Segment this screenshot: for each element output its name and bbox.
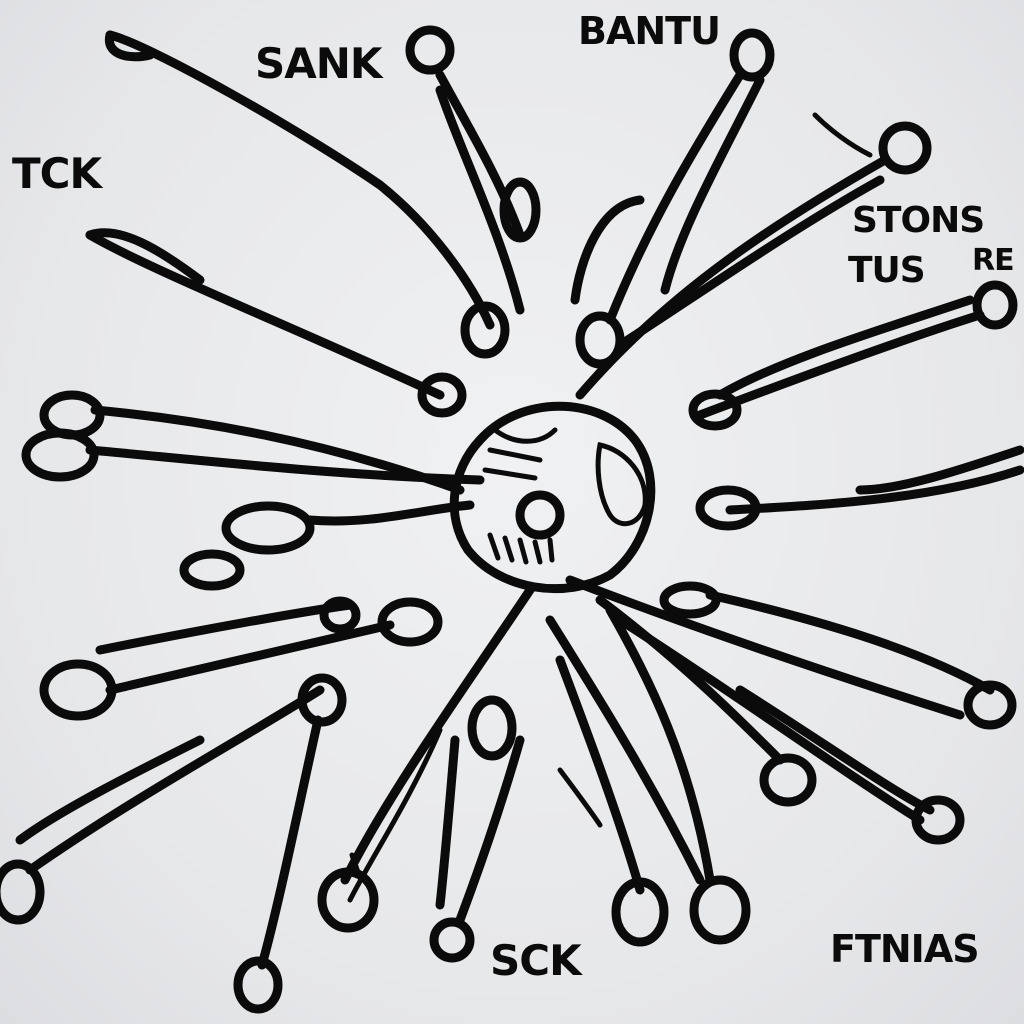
spoke-top [405, 25, 541, 315]
spoke-right-1 [688, 280, 1018, 431]
spoke-bottom-left-1 [0, 673, 347, 925]
label-re: RE [972, 243, 1014, 278]
spoke-left-2 [21, 390, 485, 495]
label-tus: TUS [848, 250, 925, 291]
spoke-bottom-center-2 [429, 695, 525, 963]
label-bantu: BANTU [578, 9, 720, 53]
central-hub [449, 401, 656, 594]
spoke-right-3 [565, 575, 1017, 730]
label-ftnias: FTNIAS [830, 927, 979, 971]
spoke-bottom-center-1 [317, 585, 535, 933]
spoke-bottom-right-1 [605, 605, 751, 945]
spoke-bottom-center-3 [545, 615, 705, 947]
spoke-bottom-right-3 [615, 615, 965, 845]
label-sank: SANK [255, 39, 384, 88]
hub-inner-stripe [492, 427, 558, 444]
spoke-top-right-2 [575, 112, 932, 400]
spoke-left-3 [179, 500, 475, 591]
spoke-top-left [104, 30, 510, 359]
spoke-left-1 [85, 228, 467, 418]
spoke-right-2 [695, 445, 1024, 531]
hub-circle [449, 401, 656, 594]
label-sck: SCK [490, 936, 583, 985]
spoke-bottom-left-2 [233, 715, 323, 1014]
spoke-left-4 [39, 596, 443, 721]
hub-inner-hatch [487, 532, 555, 565]
label-tck: TCK [12, 149, 103, 198]
hub-inner-stripe [487, 447, 543, 463]
hub-inner-stripe [482, 467, 538, 481]
label-stons: STONS [852, 200, 984, 241]
hub-center-node [515, 490, 565, 540]
hub-inner-eye [595, 442, 648, 527]
spoke-top-right-1 [570, 28, 775, 369]
